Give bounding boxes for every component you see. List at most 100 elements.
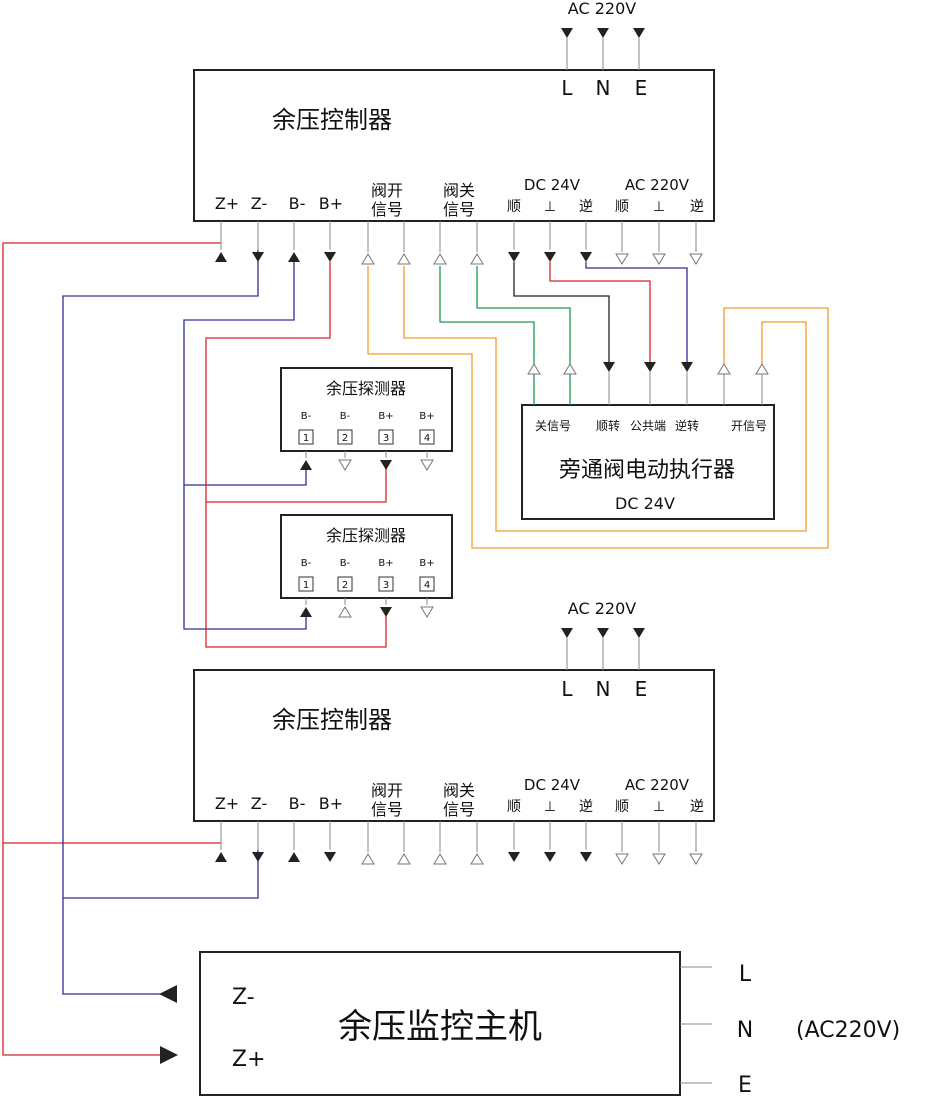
- wire-b-plus: [205, 262, 387, 648]
- actuator-reverse-label: 逆转: [675, 418, 699, 433]
- d2-pin-label-2: B-: [340, 558, 351, 569]
- c2-valve-open-label-1: 阀开: [371, 781, 403, 800]
- arrow-down-icon: [380, 607, 392, 617]
- hollow-up-icon: [338, 459, 352, 471]
- c2-valve-open-label-2: 信号: [371, 800, 403, 819]
- host-z-plus-label: Z+: [232, 1047, 266, 1072]
- wire-b-minus-d1: [184, 464, 307, 486]
- c2-dc-forward-label: 顺: [507, 799, 521, 815]
- arrow-down-icon: [324, 252, 336, 262]
- arrow-down-icon: [580, 852, 592, 862]
- d2-pin-label-1: B-: [301, 558, 312, 569]
- d1-pin-number-4: 4: [424, 433, 430, 444]
- d1-pin-number-3: 3: [383, 433, 389, 444]
- controller-2-title: 余压控制器: [272, 706, 392, 734]
- wire-dc-forward: [513, 262, 610, 362]
- arrow-down-icon: [603, 362, 615, 372]
- c1-b-plus-label: B+: [319, 194, 343, 213]
- wire-valve-open-outer: [367, 266, 829, 549]
- c1-ac-common-label: ⊥: [653, 199, 665, 215]
- hollow-up-icon: [397, 853, 411, 865]
- c1-E-label: E: [635, 76, 648, 100]
- arrow-up-icon: [215, 252, 227, 262]
- hollow-up-icon: [755, 363, 769, 375]
- c1-L-label: L: [561, 76, 573, 100]
- c2-dc24v-label: DC 24V: [524, 776, 581, 794]
- d1-pin-label-2: B-: [340, 411, 351, 422]
- detector-1-title: 余压探测器: [326, 379, 406, 398]
- detector-2-title: 余压探测器: [326, 526, 406, 545]
- c2-dc-reverse-label: 逆: [579, 799, 593, 815]
- arrow-down-icon: [580, 252, 592, 262]
- d2-pin-number-4: 4: [424, 580, 430, 591]
- controller-2-box: [193, 669, 715, 822]
- wire-z-minus-c2: [63, 850, 259, 899]
- actuator-common-label: 公共端: [630, 419, 666, 433]
- d1-pin-number-2: 2: [342, 433, 348, 444]
- wire-dc-reverse: [585, 262, 688, 362]
- host-supply-label: (AC220V): [796, 1018, 900, 1043]
- c2-b-minus-label: B-: [289, 794, 306, 813]
- hollow-down-icon: [652, 253, 666, 265]
- hollow-up-icon: [433, 853, 447, 865]
- c1-z-minus-label: Z-: [251, 194, 267, 213]
- c2-ac-forward-label: 顺: [615, 799, 629, 815]
- c2-ac-common-label: ⊥: [653, 799, 665, 815]
- actuator-close-signal-label: 关信号: [535, 419, 571, 433]
- detector-1-box: [280, 367, 453, 452]
- supply-1-label: AC 220V: [568, 0, 636, 18]
- arrow-down-icon: [597, 28, 609, 38]
- hollow-up-icon: [433, 253, 447, 265]
- hollow-up-icon: [397, 253, 411, 265]
- hollow-down-icon: [652, 853, 666, 865]
- arrow-down-icon: [561, 28, 573, 38]
- hollow-down-icon: [689, 853, 703, 865]
- host-L-label: L: [739, 962, 752, 987]
- d2-pin-number-1: 1: [303, 580, 309, 591]
- d2-pin-number-2: 2: [342, 580, 348, 591]
- c1-valve-close-label-2: 信号: [443, 200, 475, 219]
- d1-pin-label-4: B+: [419, 411, 434, 422]
- c2-z-plus-label: Z+: [215, 794, 239, 813]
- wire-valve-close-1: [439, 266, 535, 405]
- c1-ac-reverse-label: 逆: [690, 199, 704, 215]
- c1-dc-common-label: ⊥: [544, 199, 556, 215]
- c2-ac220v-label: AC 220V: [625, 776, 690, 794]
- wire-z-plus-c1: [2, 242, 221, 1056]
- d2-pin-number-3: 3: [383, 580, 389, 591]
- hollow-up-icon: [361, 853, 375, 865]
- controller-1-box: [193, 69, 715, 222]
- host-z-minus-label: Z-: [232, 985, 255, 1010]
- d2-pin-label-4: B+: [419, 558, 434, 569]
- actuator-forward-label: 顺转: [596, 418, 620, 433]
- hollow-up-icon: [470, 853, 484, 865]
- arrow-down-icon: [252, 252, 264, 262]
- supply-2-label: AC 220V: [568, 599, 636, 618]
- hollow-down-icon: [420, 459, 434, 471]
- c1-valve-open-label-1: 阀开: [371, 181, 403, 200]
- host-title: 余压监控主机: [338, 1007, 542, 1047]
- hollow-up-icon: [717, 363, 731, 375]
- detector-2-box: [280, 514, 453, 599]
- hollow-down-icon: [615, 853, 629, 865]
- hollow-up-icon: [338, 606, 352, 618]
- wire-b-plus-d1: [206, 464, 387, 503]
- arrow-down-icon: [597, 628, 609, 638]
- arrow-down-icon: [252, 852, 264, 862]
- hollow-down-icon: [615, 253, 629, 265]
- c1-valve-close-label-1: 阀关: [443, 181, 475, 200]
- arrow-up-icon: [288, 852, 300, 862]
- wire-b-minus: [183, 262, 307, 630]
- arrow-up-icon: [215, 852, 227, 862]
- c2-E-label: E: [635, 677, 648, 701]
- c1-dc24v-label: DC 24V: [524, 176, 581, 194]
- hollow-up-icon: [563, 363, 577, 375]
- hollow-up-icon: [470, 253, 484, 265]
- actuator-voltage: DC 24V: [615, 494, 675, 513]
- wire-valve-open-inner: [403, 266, 807, 532]
- arrow-down-icon: [508, 852, 520, 862]
- wire-dc-common: [549, 262, 651, 362]
- c2-dc-common-label: ⊥: [544, 799, 556, 815]
